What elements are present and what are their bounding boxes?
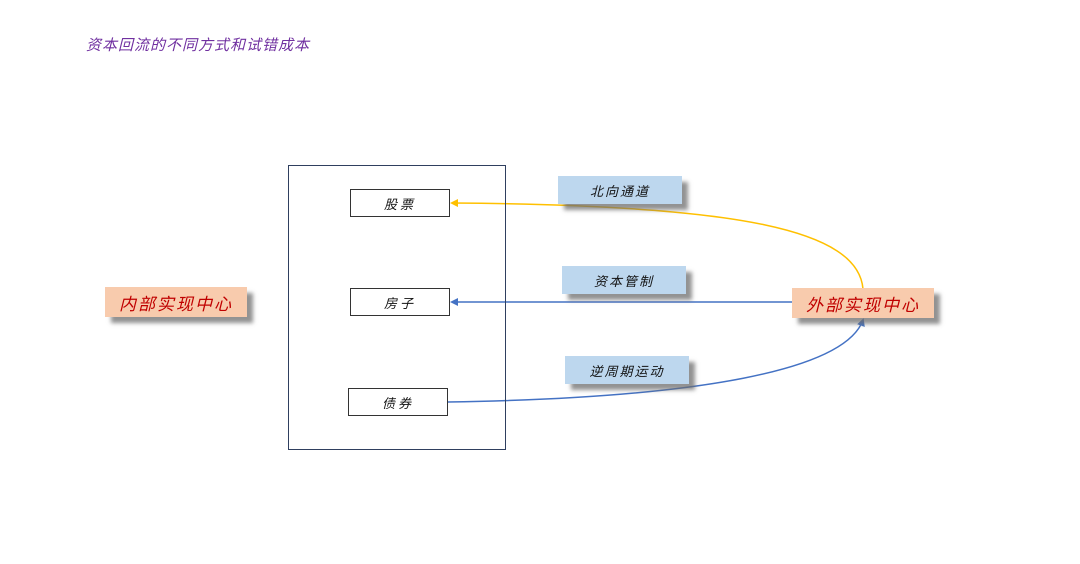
internal-center-node: 内部实现中心 bbox=[105, 287, 247, 317]
asset-box-housing: 房子 bbox=[350, 288, 450, 316]
diagram-title: 资本回流的不同方式和试错成本 bbox=[86, 36, 311, 54]
northbound-connector bbox=[450, 199, 864, 290]
channel-label-capital-control: 资本管制 bbox=[562, 266, 686, 294]
channel-label-northbound: 北向通道 bbox=[558, 176, 682, 204]
asset-box-stocks: 股票 bbox=[350, 189, 450, 217]
channel-label-countercyclical: 逆周期运动 bbox=[565, 356, 689, 384]
countercyclical-connector bbox=[447, 318, 865, 403]
asset-container bbox=[288, 165, 506, 450]
external-center-node: 外部实现中心 bbox=[792, 288, 934, 318]
asset-box-bonds: 债券 bbox=[348, 388, 448, 416]
